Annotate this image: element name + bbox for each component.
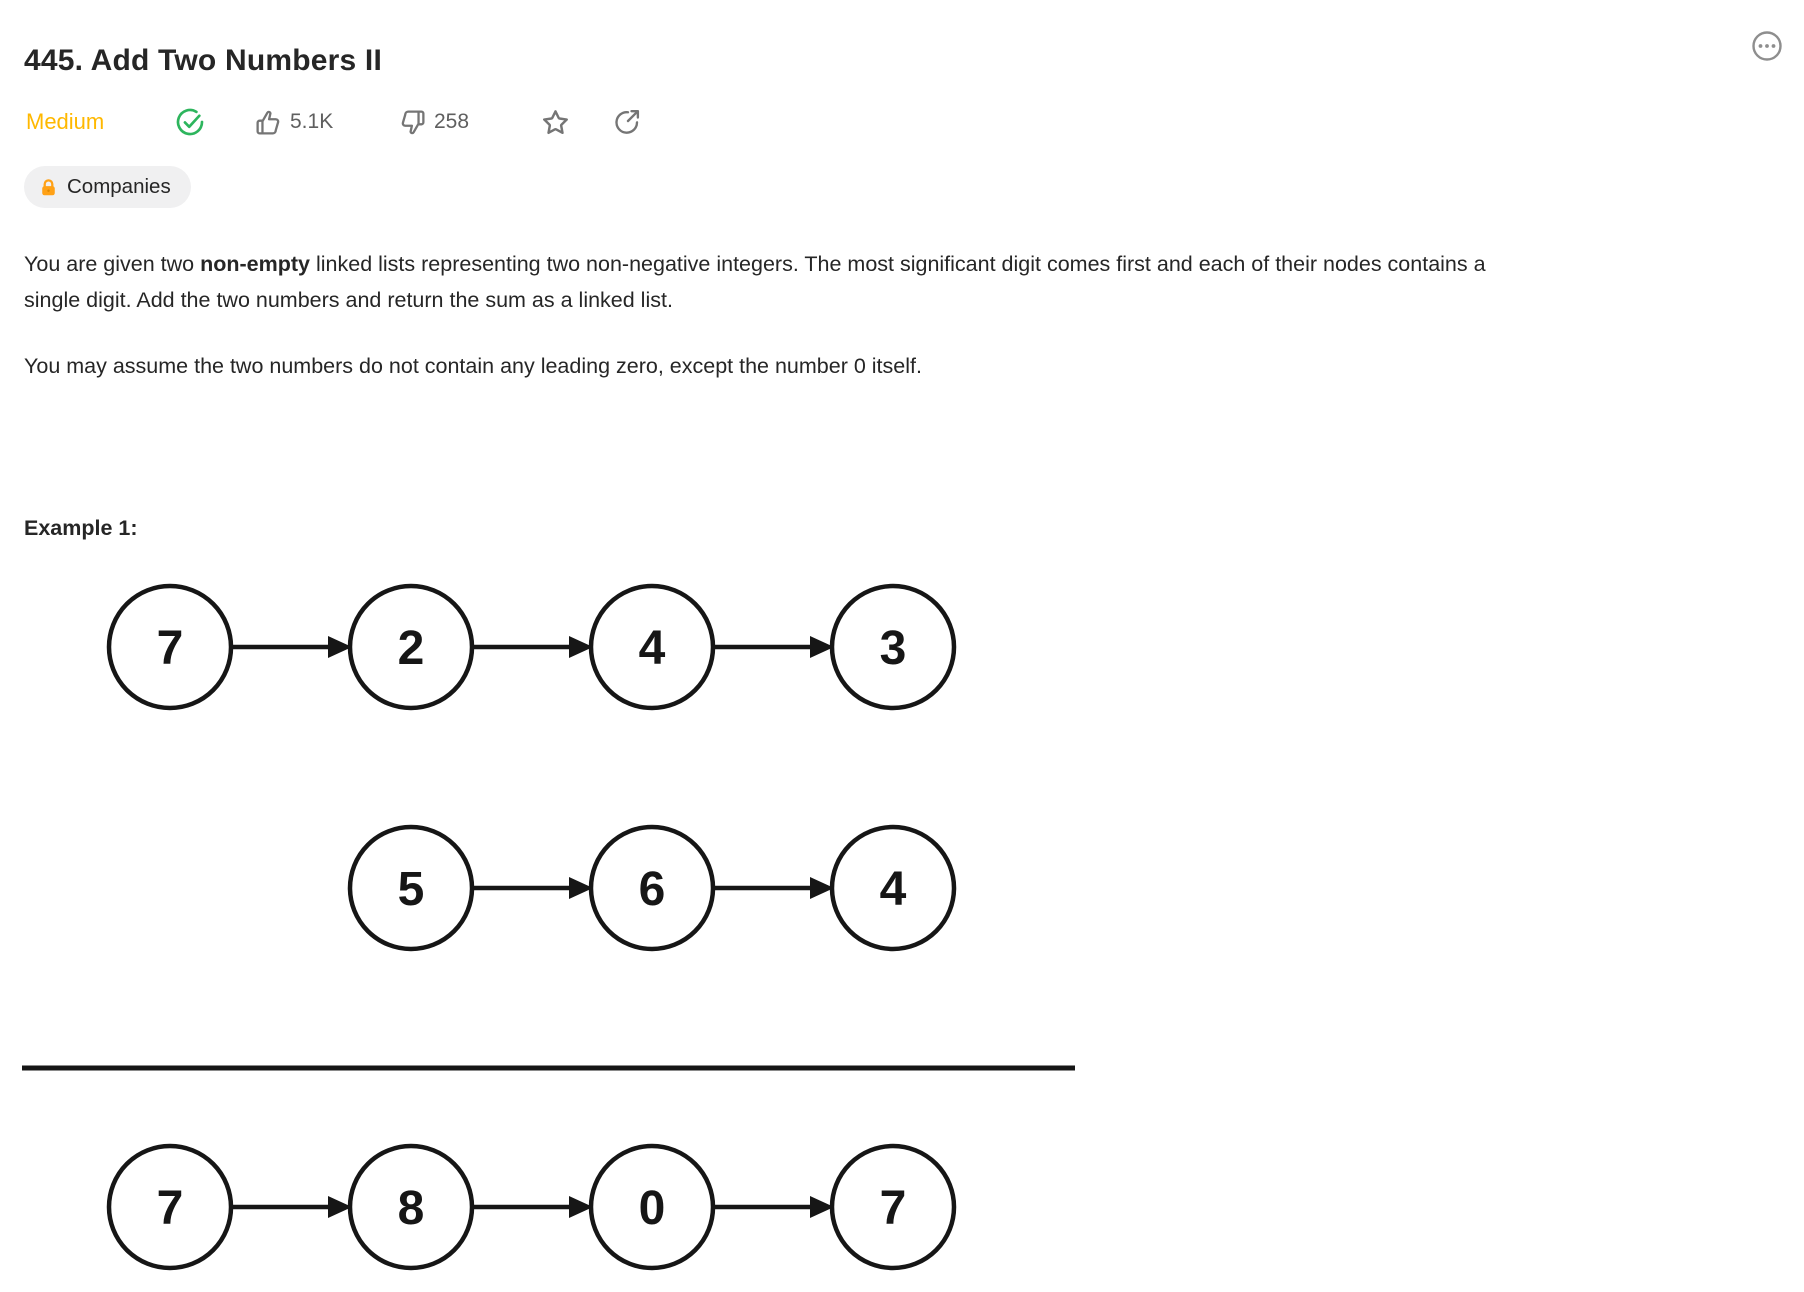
sum-node-2: 0 [588,1143,716,1271]
dislike-count: 258 [434,110,470,133]
node-value: 3 [880,622,907,675]
example-diagram: 7 2 4 3 5 6 4 7 8 0 7 [22,583,1075,1271]
node-value: 5 [398,863,425,916]
node-value: 6 [639,863,666,916]
node-circle [829,1143,957,1271]
like-count: 5.1K [290,110,334,133]
share-button[interactable] [612,104,642,140]
list2-node-0: 5 [347,824,475,952]
emphasis-non-empty: non-empty [200,252,310,276]
solved-status [174,104,206,140]
list1-node-2: 4 [588,583,716,711]
favorite-star-button[interactable] [540,104,571,140]
lock-icon [42,178,55,195]
node-circle [829,583,957,711]
ellipsis-circle-icon [1752,31,1782,61]
sum-arrow-head [810,1196,834,1218]
sum-node-1: 8 [347,1143,475,1271]
node-value: 4 [880,863,907,916]
companies-tag-label: Companies [67,175,171,198]
sum-arrow-head [328,1196,352,1218]
node-circle [829,824,957,952]
list2-arrow-head [810,877,834,899]
list1-arrow-head [328,636,352,658]
node-value: 4 [639,622,666,675]
star-icon [543,109,568,134]
list1-arrow-head [569,636,593,658]
thumbs-down-icon [401,109,425,134]
dislike-button[interactable]: 258 [398,104,469,140]
like-button[interactable]: 5.1K [254,104,333,140]
list2-node-1: 6 [588,824,716,952]
list2-node-2: 4 [829,824,957,952]
node-value: 0 [639,1182,666,1235]
node-value: 7 [157,1182,184,1235]
list1-node-1: 2 [347,583,475,711]
node-value: 7 [880,1182,907,1235]
problem-description: You are given two non-empty linked lists… [24,246,1524,384]
thumbs-up-icon [256,110,280,135]
page-title: 445. Add Two Numbers II [24,44,382,78]
example-1-label: Example 1: [24,516,138,540]
sum-node-0: 7 [106,1143,234,1271]
share-icon [615,109,640,134]
sum-node-3: 7 [829,1143,957,1271]
description-paragraph-1: You are given two non-empty linked lists… [24,252,1486,312]
node-value: 8 [398,1182,425,1235]
list1-node-3: 3 [829,583,957,711]
companies-tag[interactable]: Companies [24,166,191,208]
node-value: 7 [157,622,184,675]
list1-node-0: 7 [106,583,234,711]
sum-arrow-head [569,1196,593,1218]
list2-arrow-head [569,877,593,899]
list1-arrow-head [810,636,834,658]
solved-check-icon [176,108,204,136]
difficulty-badge: Medium [26,109,105,134]
more-options-button[interactable] [1750,29,1784,63]
description-paragraph-2: You may assume the two numbers do not co… [24,354,922,378]
node-value: 2 [398,622,425,675]
